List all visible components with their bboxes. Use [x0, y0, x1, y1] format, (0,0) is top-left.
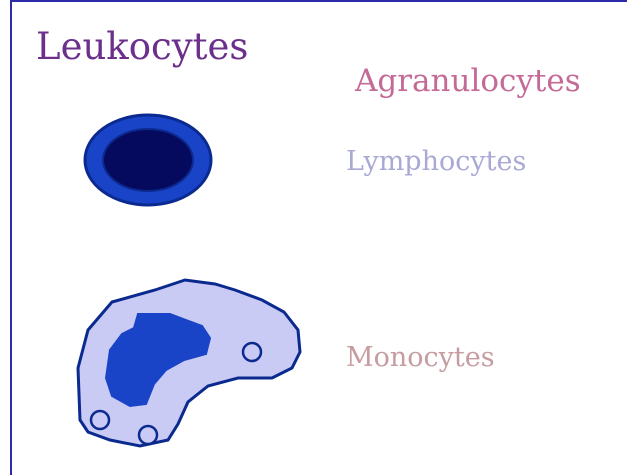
monocyte-vacuole	[91, 411, 109, 429]
monocyte-vacuole	[243, 343, 261, 361]
lymphocyte-cell-icon	[85, 115, 211, 205]
monocyte-vacuole	[139, 426, 157, 444]
monocyte-cell-icon	[78, 280, 300, 446]
